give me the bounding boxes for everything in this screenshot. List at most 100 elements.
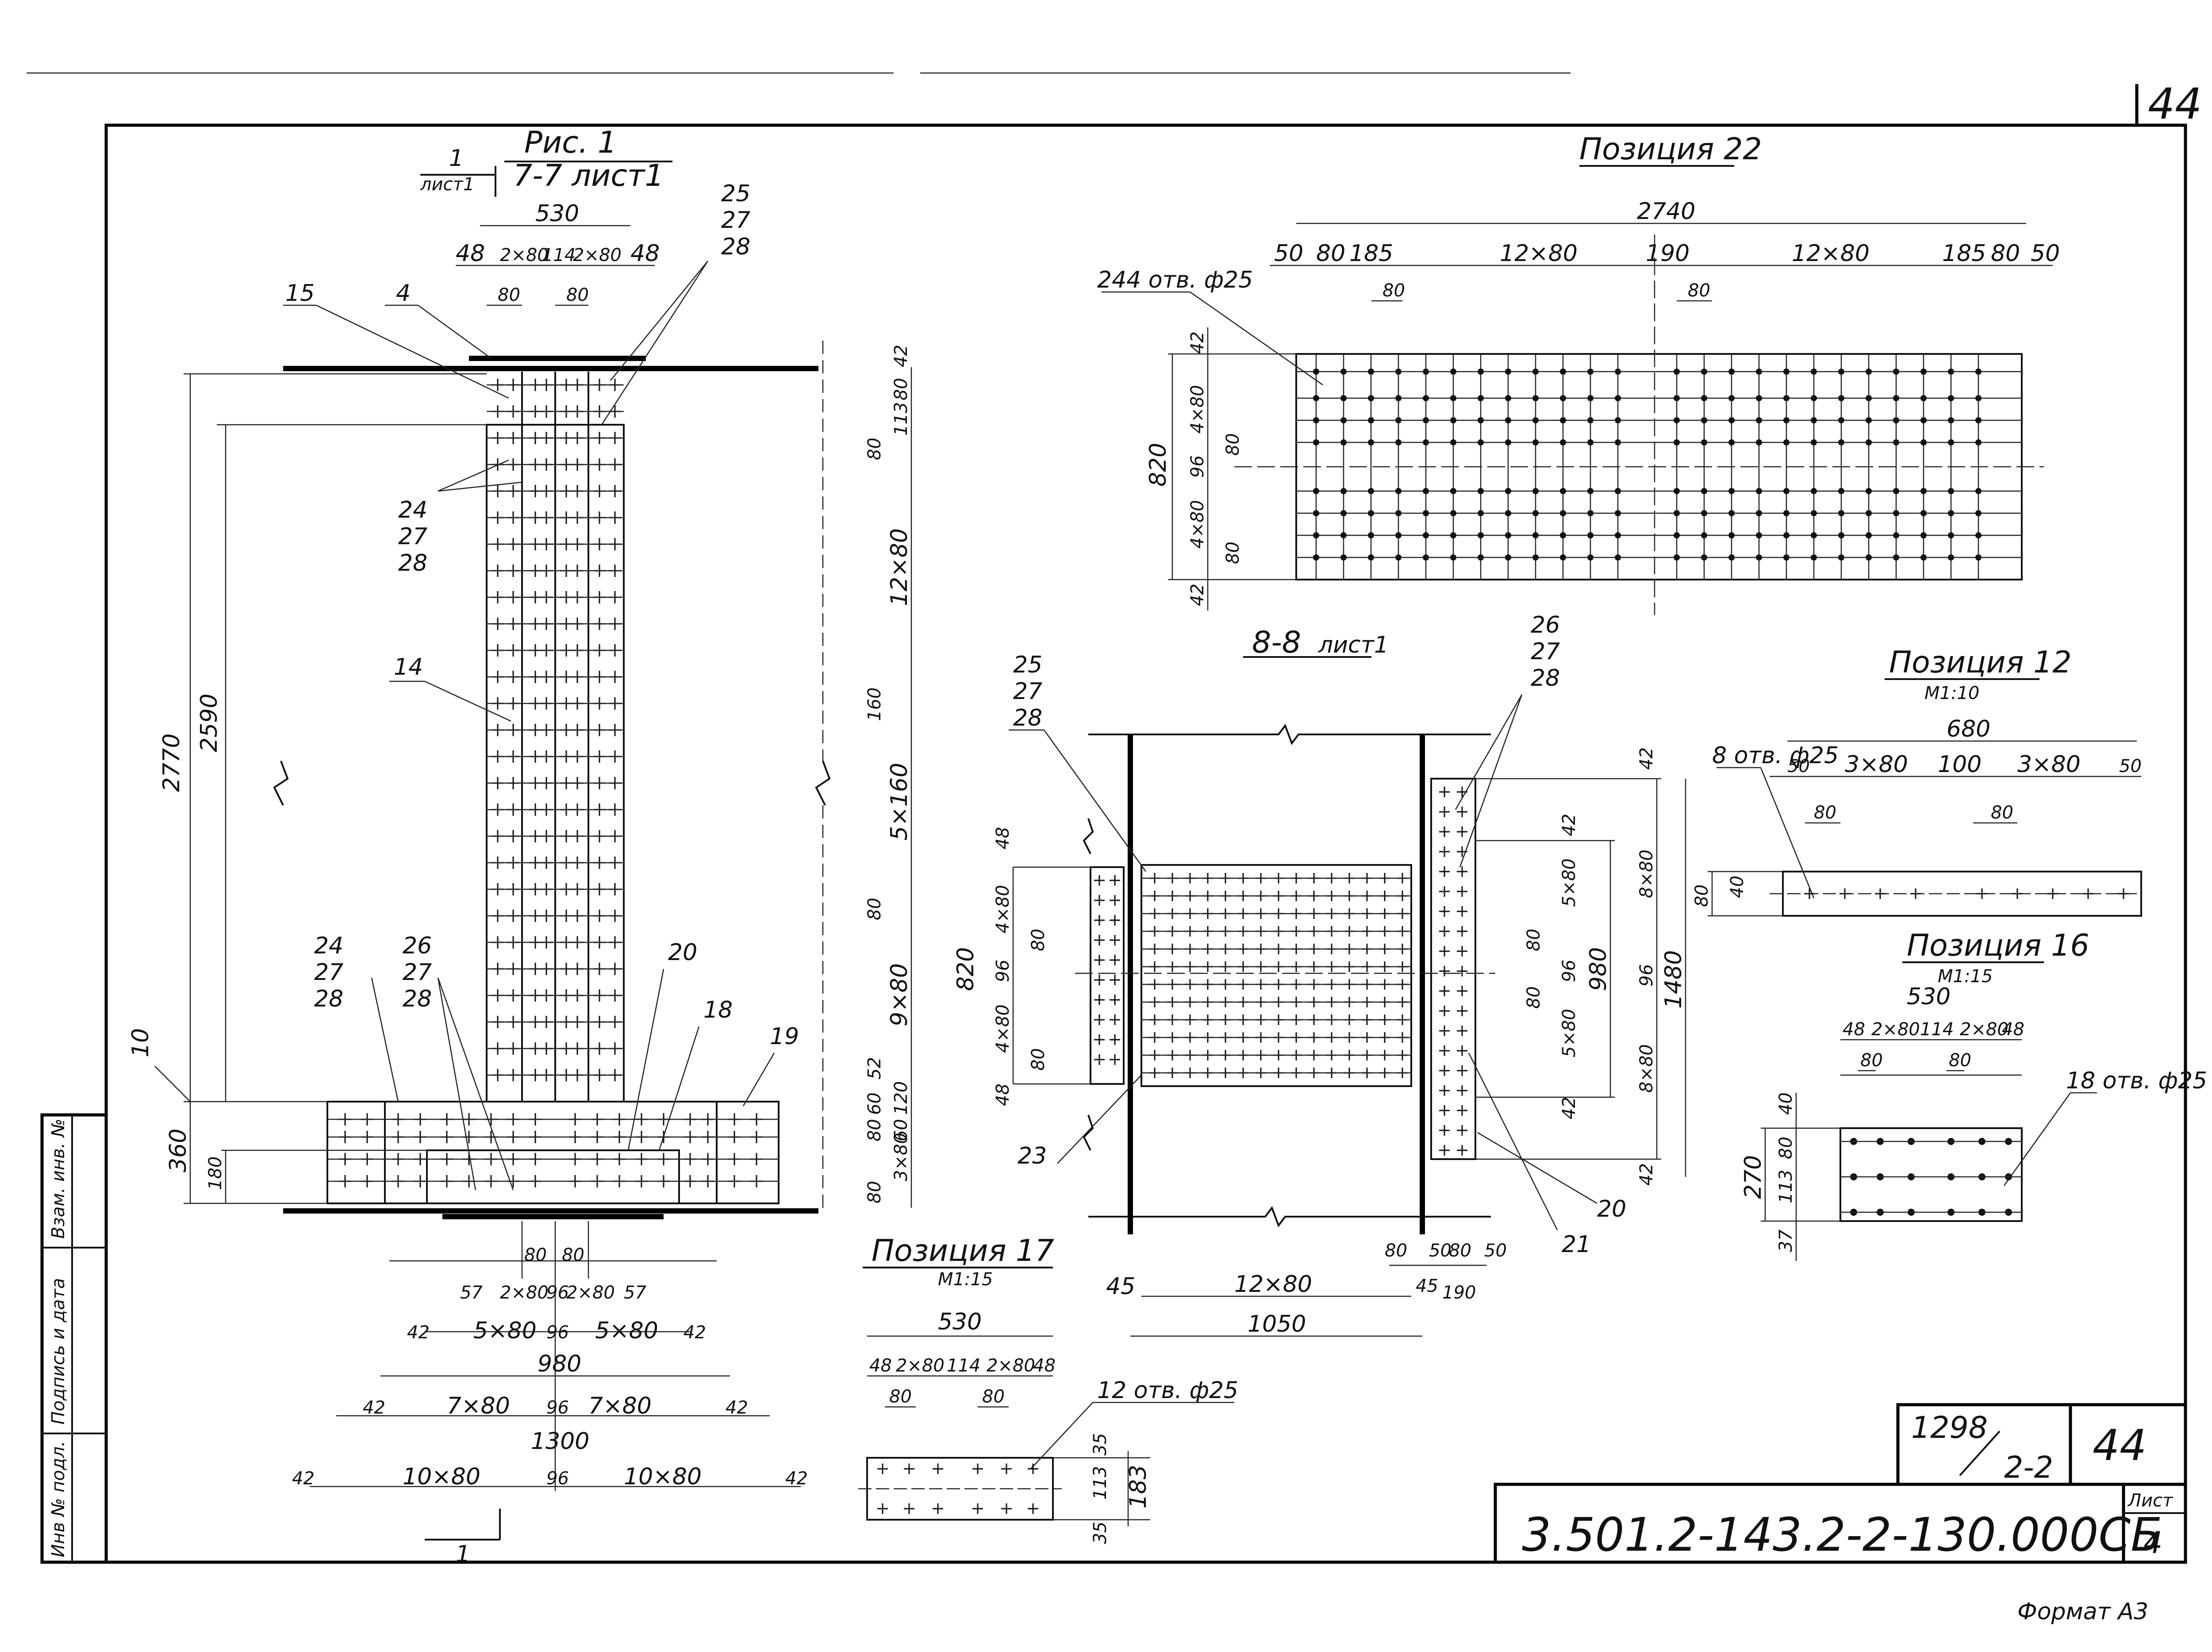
sec88-dim-left-2: 80 <box>1028 929 1048 951</box>
sec88-dim-ri-3: 96 <box>1559 960 1579 982</box>
sec88-geometry <box>1075 656 1495 1234</box>
bolt-mark <box>1110 895 1120 906</box>
pos16-dim-height: 270 <box>1740 1155 1767 1199</box>
pos17-holes-label: 12 отв. ф25 <box>1097 1377 1238 1404</box>
pos16-dim-80b: 80 <box>1949 1050 1971 1071</box>
bolt-hole <box>1674 439 1680 446</box>
bolt-hole <box>1560 532 1566 538</box>
fig1-dim-row4-3: 10×80 <box>624 1464 702 1490</box>
bolt-mark <box>1439 807 1450 817</box>
bolt-hole <box>1395 488 1402 494</box>
bolt-hole <box>1368 439 1374 446</box>
fig1-dim-right-7: 80 <box>864 898 885 920</box>
bolt-hole <box>1893 439 1899 446</box>
fig1-dim-right-4: 12×80 <box>886 528 913 606</box>
bolt-mark <box>1439 826 1450 837</box>
bolt-hole <box>1505 369 1511 375</box>
bolt-hole <box>1368 510 1374 516</box>
bolt-hole <box>1395 510 1402 516</box>
bolt-hole <box>1701 439 1707 446</box>
pos17-dim-row-4: 48 <box>1033 1356 1056 1376</box>
fig1-dim-row4-1: 10×80 <box>403 1464 480 1490</box>
bolt-hole <box>1450 510 1456 516</box>
pos22-title: Позиция 22 <box>1579 132 1762 167</box>
pos17-dim-total: 530 <box>938 1309 982 1335</box>
fig1-stack-top-0: 25 <box>721 181 750 207</box>
bolt-mark <box>1439 966 1450 976</box>
bolt-hole <box>1587 369 1594 375</box>
bolt-hole <box>1478 510 1484 516</box>
pos16-dim-left-3: 37 <box>1776 1229 1796 1252</box>
bolt-hole <box>1560 439 1566 446</box>
bolt-hole <box>1615 395 1621 401</box>
bolt-hole <box>1674 395 1680 401</box>
fig1-dim-row3-3: 7×80 <box>588 1393 652 1419</box>
pos22-dim-total: 2740 <box>1637 198 1695 225</box>
bolt-hole <box>1532 417 1539 423</box>
fig1-dim-row1-2: 96 <box>546 1283 569 1303</box>
fig1-dim-row2-total: 980 <box>538 1351 581 1377</box>
bolt-hole <box>1875 888 1886 899</box>
bolt-hole <box>1674 510 1680 516</box>
bolt-hole <box>1920 369 1927 375</box>
bolt-hole <box>1756 439 1762 446</box>
bolt-hole <box>1615 532 1621 538</box>
fig1-dim-right-12: 80 <box>864 1119 885 1141</box>
bolt-hole <box>877 1503 888 1514</box>
sec88-stack-right-0: 26 <box>1531 612 1560 638</box>
bolt-hole <box>1423 417 1429 423</box>
sec88-stack-right-2: 28 <box>1531 665 1560 692</box>
sheet-frame <box>27 72 2187 1564</box>
bolt-hole <box>1893 417 1899 423</box>
bolt-hole <box>1728 439 1735 446</box>
bolt-hole <box>1975 510 1982 516</box>
fig1-geometry <box>273 161 831 1541</box>
bolt-hole <box>1783 532 1790 538</box>
bolt-mark <box>1457 807 1467 817</box>
album-top: 1298 <box>1911 1410 1988 1445</box>
bolt-mark <box>1439 1006 1450 1016</box>
bolt-hole <box>1783 395 1790 401</box>
pos16-holes-label: 18 отв. ф25 <box>2066 1068 2207 1094</box>
bolt-hole <box>1910 888 1921 899</box>
fig1-callout-14: 14 <box>394 654 423 680</box>
fig1-dim-top-80a: 80 <box>498 285 520 305</box>
fig1-title: Рис. 1 <box>524 125 617 160</box>
bolt-hole <box>1532 369 1539 375</box>
bolt-hole <box>1587 488 1594 494</box>
bolt-hole <box>1756 369 1762 375</box>
bolt-mark <box>1439 846 1450 857</box>
format-note: Формат А3 <box>2017 1598 2148 1625</box>
fig1-bottom-mark: 1 <box>456 1541 470 1567</box>
bolt-hole <box>1560 395 1566 401</box>
bolt-mark <box>1457 966 1467 976</box>
bolt-hole <box>1450 488 1456 494</box>
pos22-geometry <box>1102 165 2053 615</box>
bolt-hole <box>1975 417 1982 423</box>
bolt-hole <box>1478 532 1484 538</box>
fig1-section-mark-sheet: лист1 <box>420 174 474 195</box>
bolt-hole <box>1587 532 1594 538</box>
bolt-hole <box>1811 417 1817 423</box>
bolt-mark <box>1110 875 1120 886</box>
fig1-dim-h-180: 180 <box>205 1156 226 1190</box>
bolt-hole <box>1615 369 1621 375</box>
bolt-hole <box>1866 439 1872 446</box>
pos22-dim-row-4: 190 <box>1646 240 1690 267</box>
bolt-mark <box>1457 1045 1467 1056</box>
fig1-stack-left-1: 27 <box>398 523 427 550</box>
bolt-mark <box>1094 875 1105 886</box>
pos17-dim-right-1: 113 <box>1090 1466 1110 1500</box>
bolt-mark <box>1457 1145 1467 1156</box>
sec88-stack-right-1: 27 <box>1531 638 1560 665</box>
bolt-hole <box>1505 554 1511 561</box>
pos16-dim-left-2: 113 <box>1776 1170 1796 1203</box>
bolt-hole <box>1804 888 1815 899</box>
bolt-hole <box>1615 439 1621 446</box>
album-page: 44 <box>2093 1421 2147 1470</box>
bolt-hole <box>904 1464 914 1474</box>
bolt-hole <box>904 1503 914 1514</box>
bolt-hole <box>1811 554 1817 561</box>
fig1-dim-row1-4: 57 <box>624 1283 646 1303</box>
bolt-mark <box>1439 986 1450 996</box>
